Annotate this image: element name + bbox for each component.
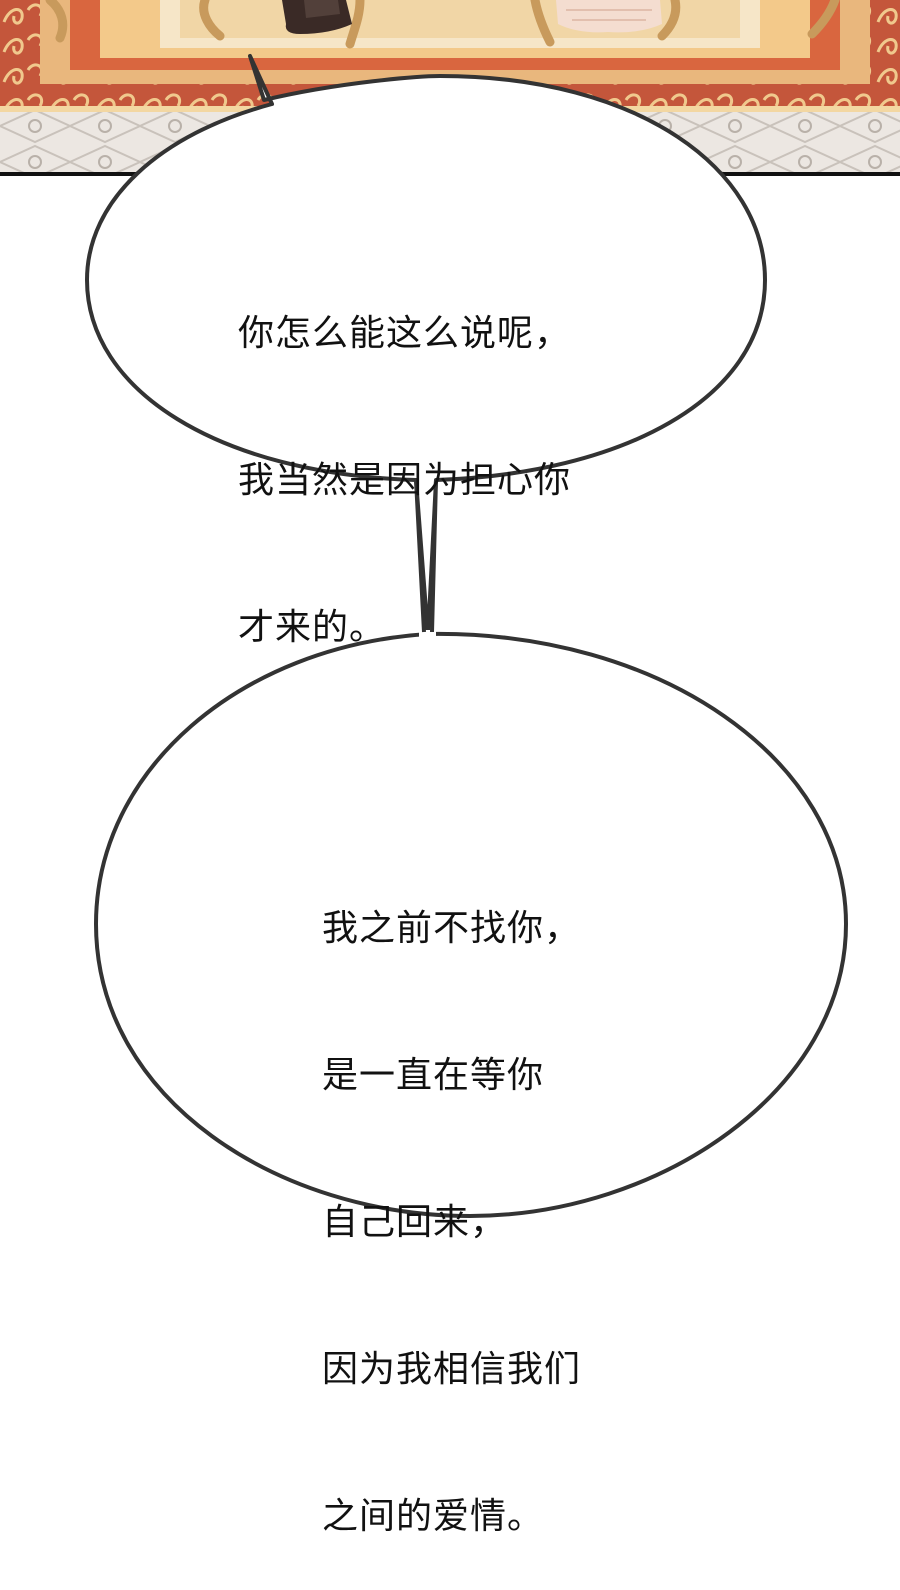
bubble-2-line-4: 因为我相信我们: [322, 1349, 582, 1390]
bubble-2-line-3: 自己回来，: [322, 1202, 508, 1243]
bubble-1-line-2: 我当然是因为担心你: [238, 460, 572, 501]
bubble-1-line-1: 你怎么能这么说呢，: [238, 313, 572, 354]
carpet-room-illustration: [0, 0, 900, 176]
speech-bubble-1-text: 你怎么能这么说呢， 我当然是因为担心你 才来的。: [238, 211, 571, 701]
bubble-1-line-3: 才来的。: [238, 607, 387, 648]
speech-bubble-2-text: 我之前不找你， 是一直在等你 自己回来， 因为我相信我们 之间的爱情。: [322, 806, 581, 1590]
speech-bubble-1: [85, 54, 767, 638]
speech-bubbles-layer: [85, 54, 849, 1219]
speech-bubble-2: [93, 631, 849, 1219]
connector-tail: [414, 479, 438, 633]
bubble-2-line-1: 我之前不找你，: [322, 908, 582, 949]
tail-joint: [419, 630, 436, 640]
bubble-2-line-2: 是一直在等你: [322, 1055, 545, 1096]
bubble-2-line-5: 之间的爱情。: [322, 1496, 545, 1537]
comic-panel-scene: [0, 0, 900, 178]
